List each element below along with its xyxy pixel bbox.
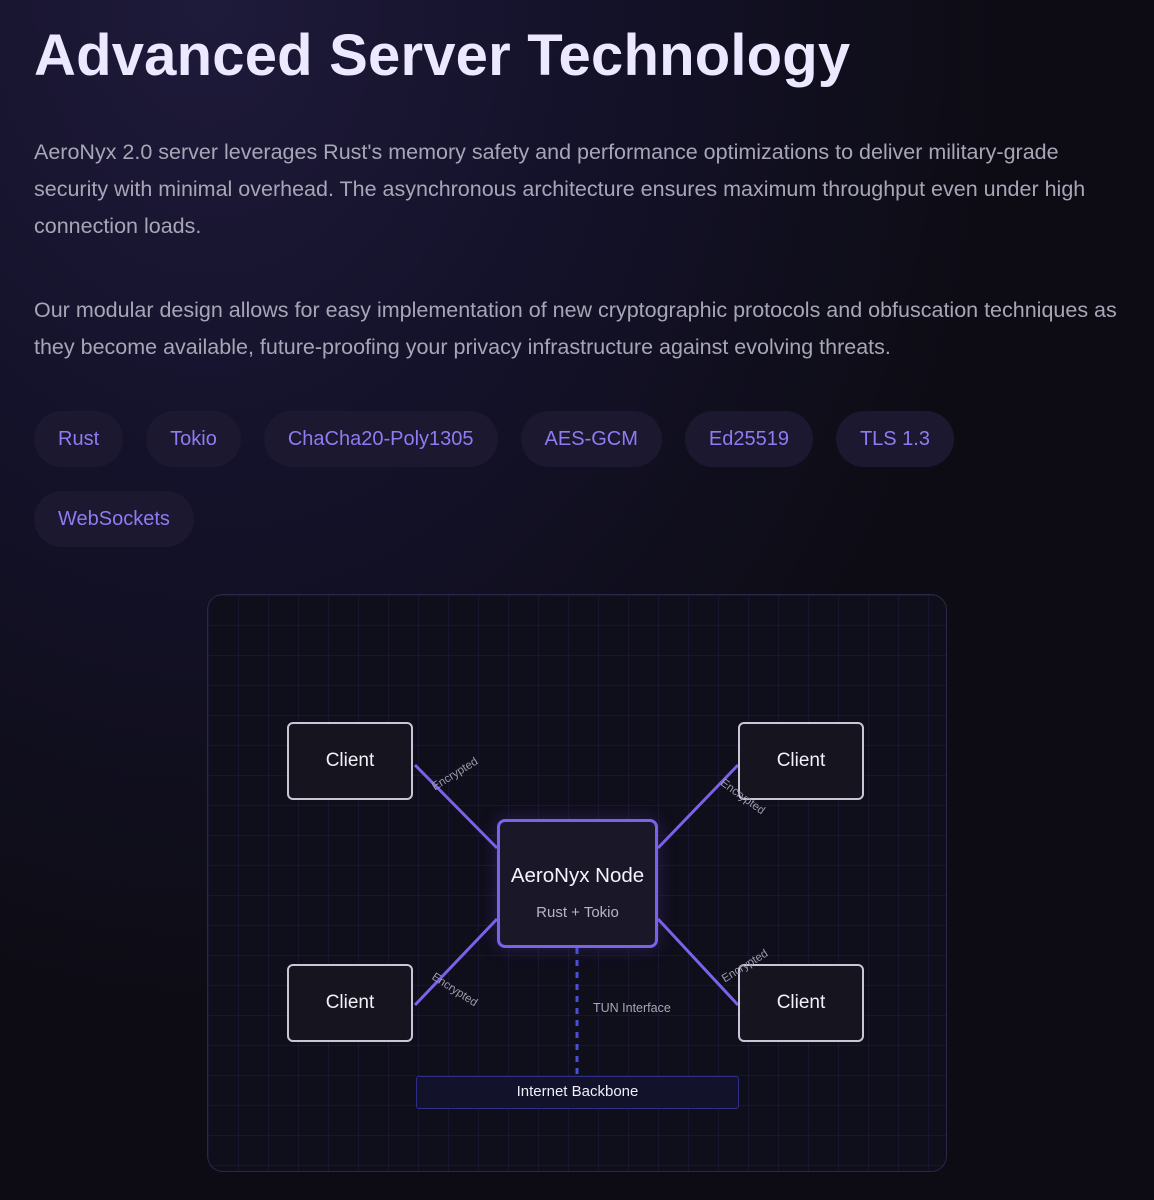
tag-tokio: Tokio: [146, 411, 241, 467]
diagram-connections: [413, 763, 740, 1076]
tag-ed25519: Ed25519: [684, 411, 813, 467]
client-box-bottom-right: Client: [738, 964, 864, 1042]
link-client-top-right: [656, 763, 740, 850]
tun-interface-label: TUN Interface: [593, 1001, 671, 1015]
tag-chacha20-poly1305: ChaCha20-Poly1305: [263, 411, 498, 467]
client-box-top-right: Client: [738, 722, 864, 800]
tech-tag-list: Rust Tokio ChaCha20-Poly1305 AES-GCM Ed2…: [34, 411, 1124, 547]
client-box-top-left: Client: [287, 722, 413, 800]
modular-design-paragraph: Our modular design allows for easy imple…: [34, 298, 1117, 359]
node-subtitle: Rust + Tokio: [536, 904, 619, 921]
client-box-bottom-left: Client: [287, 964, 413, 1042]
section-title: Advanced Server Technology: [34, 23, 851, 88]
intro-paragraph: AeroNyx 2.0 server leverages Rust's memo…: [34, 140, 1086, 238]
tag-websockets: WebSockets: [34, 491, 194, 547]
tag-aes-gcm: AES-GCM: [520, 411, 662, 467]
link-client-bottom-left: [413, 917, 499, 1007]
link-client-bottom-right: [656, 917, 740, 1007]
tag-rust: Rust: [34, 411, 124, 467]
node-title: AeroNyx Node: [510, 864, 645, 887]
aeronyx-node-box: AeroNyx Node Rust + Tokio: [497, 819, 658, 948]
internet-backbone-box: Internet Backbone: [416, 1076, 739, 1109]
architecture-diagram: Client Client Client Client AeroNyx Node…: [207, 594, 947, 1172]
tag-tls: TLS 1.3: [835, 411, 954, 467]
link-client-top-left: [413, 763, 499, 850]
